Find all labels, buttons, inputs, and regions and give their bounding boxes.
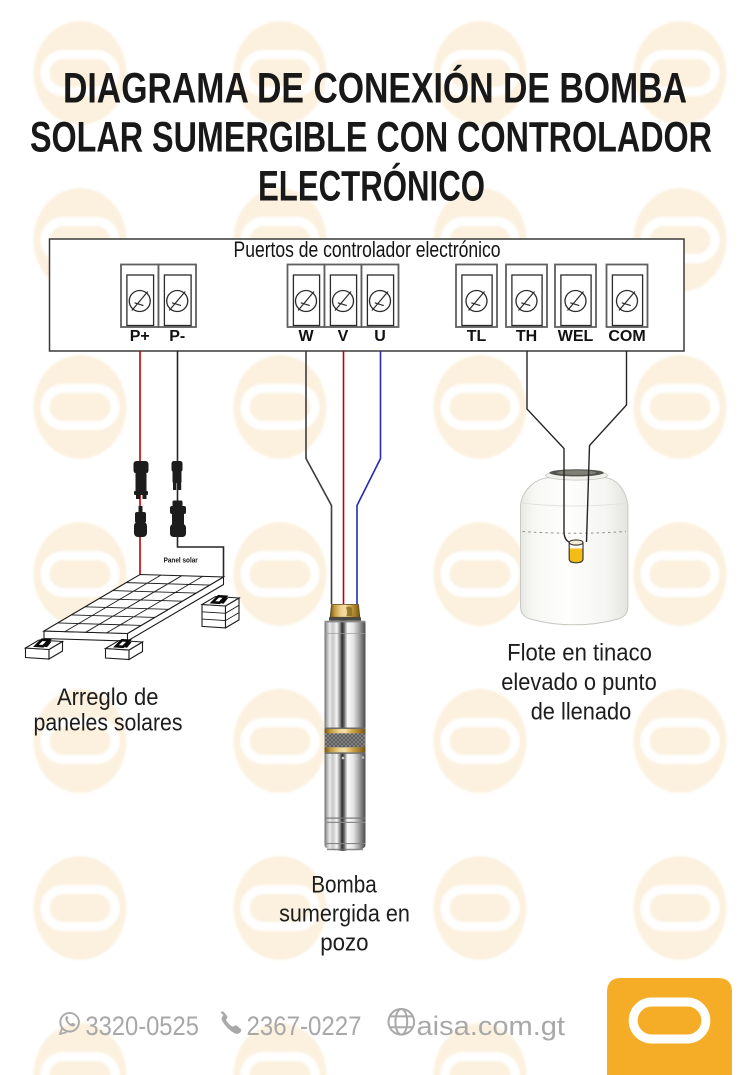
svg-text:pozo: pozo <box>320 930 368 957</box>
svg-text:3320-0525: 3320-0525 <box>85 1011 198 1041</box>
svg-text:Bomba: Bomba <box>311 872 377 899</box>
svg-text:Flote en tinaco: Flote en tinaco <box>507 640 652 667</box>
svg-text:elevado o punto: elevado o punto <box>501 669 657 696</box>
svg-text:2367-0227: 2367-0227 <box>247 1011 362 1041</box>
svg-text:DIAGRAMA DE CONEXIÓN DE BOMBA: DIAGRAMA DE CONEXIÓN DE BOMBA <box>63 64 687 113</box>
svg-text:WEL: WEL <box>558 328 594 345</box>
svg-text:aisa.com.gt: aisa.com.gt <box>417 1011 566 1041</box>
svg-text:U: U <box>374 328 386 345</box>
svg-text:P-: P- <box>169 328 185 345</box>
svg-text:sumergida en: sumergida en <box>279 901 410 928</box>
svg-text:TH: TH <box>516 328 537 345</box>
svg-text:de llenado: de llenado <box>531 699 632 726</box>
svg-text:W: W <box>298 328 314 345</box>
svg-text:P+: P+ <box>130 328 150 345</box>
svg-text:TL: TL <box>467 328 487 345</box>
svg-text:Puertos de controlador electró: Puertos de controlador electrónico <box>234 237 501 262</box>
svg-text:Arreglo de: Arreglo de <box>57 684 159 711</box>
svg-text:COM: COM <box>608 328 645 345</box>
svg-text:V: V <box>338 328 349 345</box>
svg-text:ELECTRÓNICO: ELECTRÓNICO <box>258 162 485 211</box>
svg-text:paneles solares: paneles solares <box>34 710 183 737</box>
svg-text:SOLAR SUMERGIBLE CON CONTROLAD: SOLAR SUMERGIBLE CON CONTROLADOR <box>30 114 712 162</box>
svg-text:Panel solar: Panel solar <box>164 556 198 565</box>
